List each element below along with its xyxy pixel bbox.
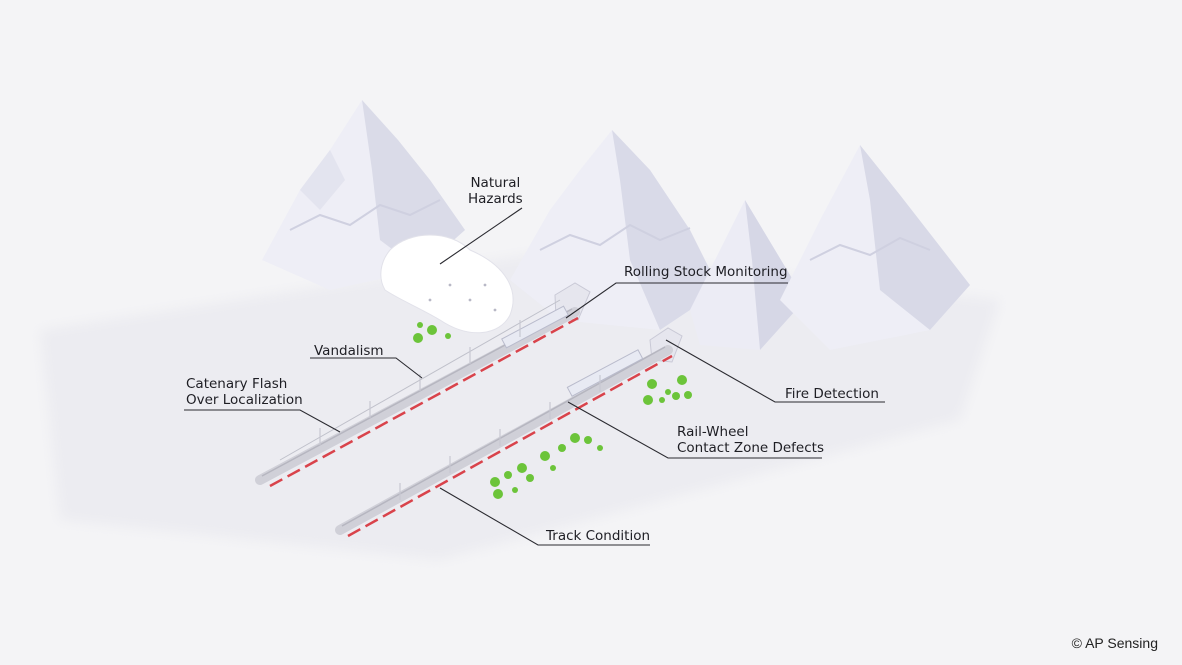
leader-catenary — [184, 409, 341, 433]
label-fire-detection: Fire Detection — [785, 386, 879, 402]
mountain-center — [510, 130, 720, 330]
trees — [413, 322, 692, 499]
leader-track — [439, 487, 650, 546]
landslide — [380, 234, 514, 334]
sensor-cable-upper — [269, 316, 579, 488]
label-rolling-stock: Rolling Stock Monitoring — [624, 264, 788, 280]
mountain-right-small — [690, 200, 805, 350]
track-lower — [335, 345, 673, 538]
leader-rail-wheel — [567, 401, 822, 459]
leader-fire — [665, 339, 885, 403]
catenary-poles — [319, 320, 601, 500]
train-lower — [566, 349, 644, 397]
leader-natural-hazards — [439, 207, 523, 265]
copyright-notice: © AP Sensing — [1071, 635, 1158, 651]
label-catenary: Catenary Flash Over Localization — [186, 376, 303, 408]
label-rail-wheel: Rail-Wheel Contact Zone Defects — [677, 424, 824, 456]
leader-vandalism — [310, 357, 423, 379]
train-upper — [501, 305, 569, 349]
sensor-cable-lower — [347, 354, 673, 538]
leader-rolling-stock — [565, 282, 788, 319]
mountain-right — [780, 145, 970, 350]
label-vandalism: Vandalism — [314, 343, 384, 359]
leader-lines — [184, 207, 885, 546]
label-natural-hazards: Natural Hazards — [468, 175, 523, 207]
label-track-condition: Track Condition — [546, 528, 651, 544]
